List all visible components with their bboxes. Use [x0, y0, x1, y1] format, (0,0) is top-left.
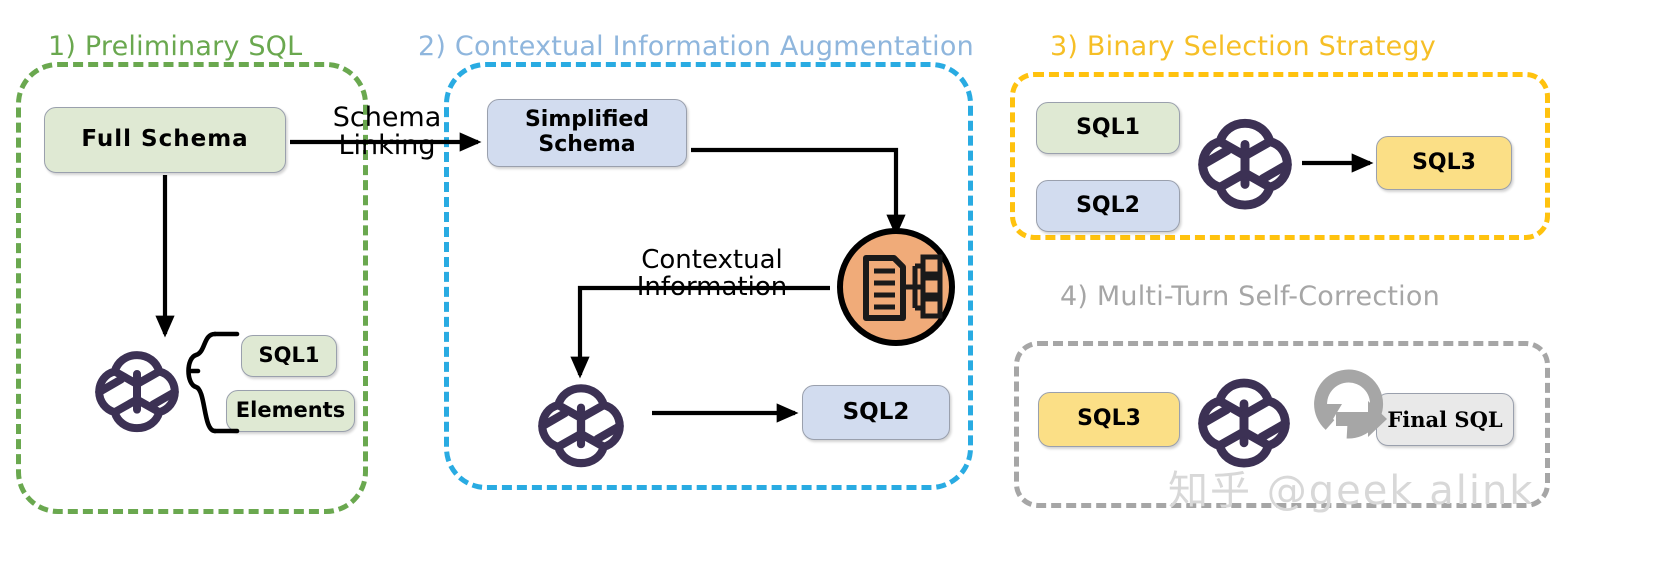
panel-preliminary-sql	[16, 62, 368, 514]
box-sql1-binary-label: SQL1	[1076, 114, 1140, 140]
box-sql1-preliminary-label: SQL1	[258, 343, 320, 368]
box-simplified-schema-line1: Simplified	[524, 107, 650, 133]
label-schema-linking: Schema Linking	[322, 104, 452, 160]
box-final-sql: Final SQL	[1376, 393, 1514, 446]
box-full-schema: Full Schema	[44, 107, 286, 173]
box-elements: Elements	[226, 390, 355, 432]
box-sql2-contextual-label: SQL2	[842, 398, 910, 425]
box-sql3-correction: SQL3	[1038, 392, 1180, 447]
label-schema-linking-line1: Schema	[332, 102, 442, 133]
panel-title-multi-turn-correction: 4) Multi-Turn Self-Correction	[1060, 281, 1440, 312]
box-elements-label: Elements	[235, 398, 346, 423]
watermark: 知乎 @geek alink	[1168, 468, 1535, 514]
box-full-schema-label: Full Schema	[81, 126, 249, 153]
box-sql2-binary: SQL2	[1036, 180, 1180, 232]
panel-multi-turn-correction	[1014, 341, 1550, 508]
box-sql1-preliminary: SQL1	[241, 335, 337, 377]
box-simplified-schema: Simplified Schema	[487, 99, 687, 167]
box-final-sql-label: Final SQL	[1387, 406, 1503, 432]
label-contextual-line2: Information	[636, 271, 788, 302]
label-schema-linking-line2: Linking	[338, 129, 436, 161]
label-contextual-line1: Contextual	[641, 245, 783, 275]
label-contextual-information: Contextual Information	[604, 247, 820, 301]
box-sql1-binary: SQL1	[1036, 102, 1180, 154]
box-sql3-binary-label: SQL3	[1412, 149, 1476, 175]
box-sql3-correction-label: SQL3	[1077, 406, 1141, 432]
panel-binary-selection	[1010, 72, 1550, 240]
box-sql2-contextual: SQL2	[802, 385, 950, 440]
box-sql3-binary: SQL3	[1376, 136, 1512, 190]
panel-title-contextual-aug: 2) Contextual Information Augmentation	[418, 31, 974, 62]
panel-title-preliminary-sql: 1) Preliminary SQL	[48, 31, 303, 62]
box-sql2-binary-label: SQL2	[1076, 192, 1140, 218]
box-simplified-schema-line2: Schema	[538, 132, 636, 157]
panel-contextual-aug	[444, 62, 973, 490]
box-simplified-schema-label: Simplified Schema	[525, 108, 649, 157]
panel-title-binary-selection: 3) Binary Selection Strategy	[1050, 31, 1436, 62]
